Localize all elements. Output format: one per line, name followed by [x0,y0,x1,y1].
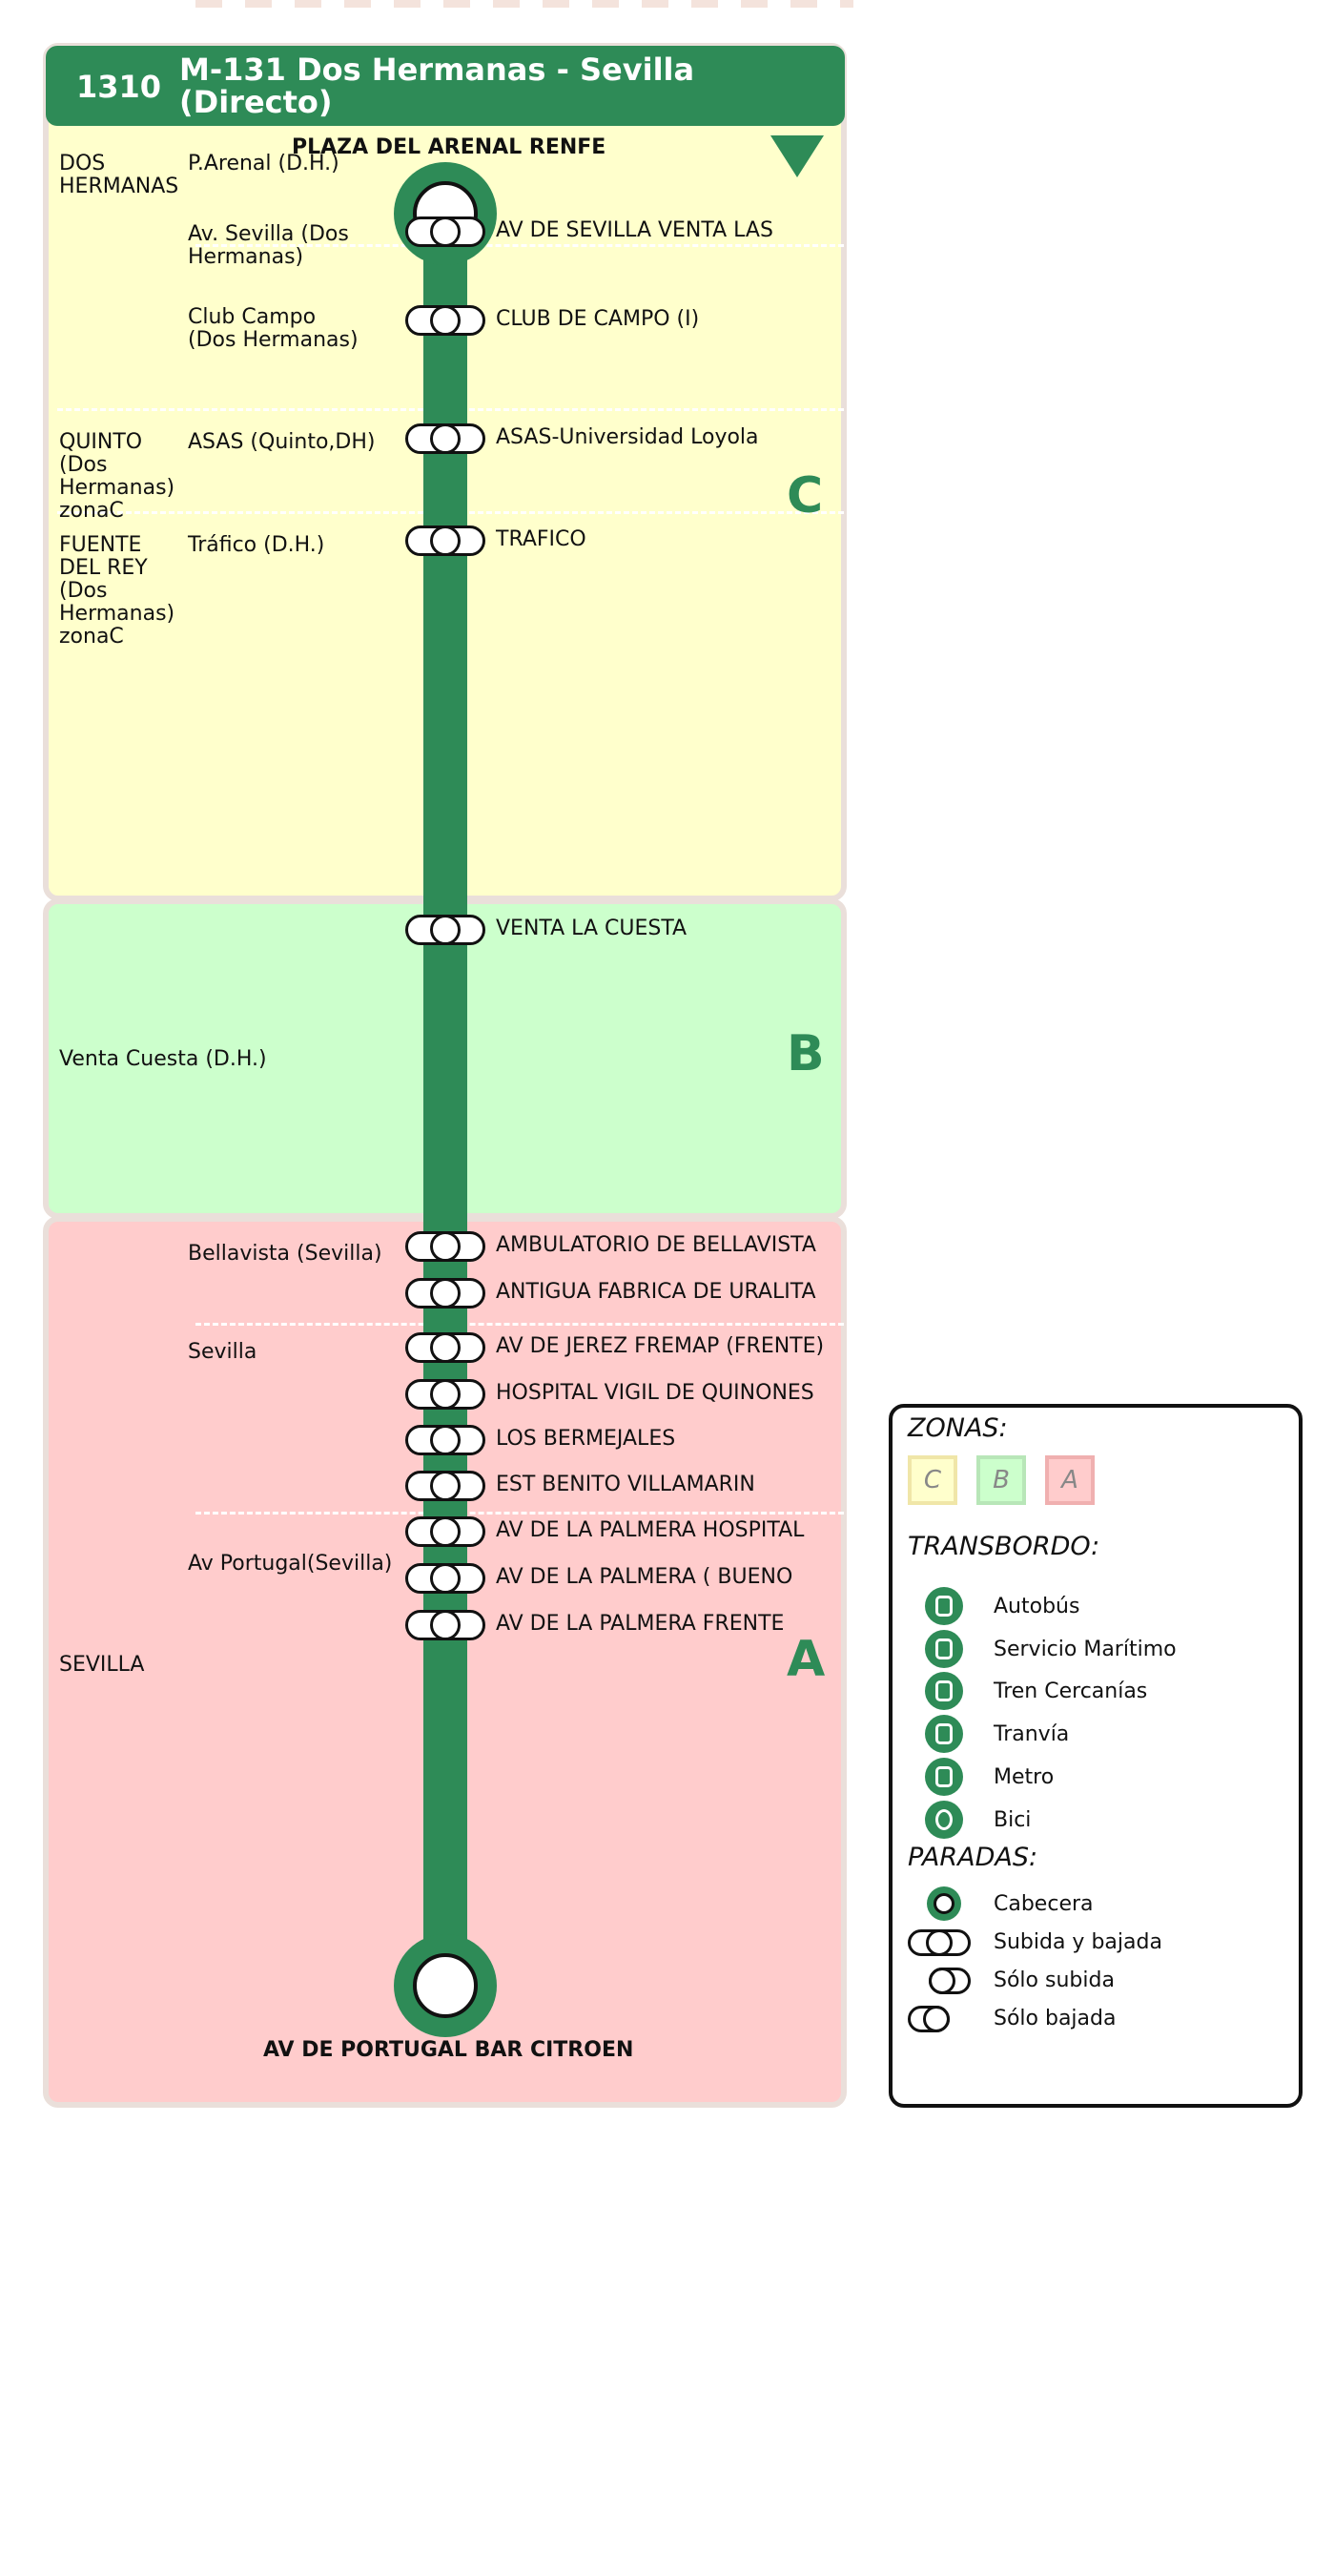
ferry-icon [925,1630,963,1668]
legend-transbordo-title: TRANSBORDO: [908,1532,1100,1561]
legend-item: Cabecera [994,1892,1094,1916]
legend-zone-c-swatch: C [908,1455,957,1505]
route-title: M-131 Dos Hermanas - Sevilla (Directo) [179,52,695,120]
legend-zone-a-swatch: A [1045,1455,1095,1505]
stop-name: LOS BERMEJALES [496,1427,676,1451]
direction-triangle-icon [770,135,824,177]
area-label: Bellavista (Sevilla) [188,1242,382,1266]
area-separator [195,1323,844,1326]
area-label: Av. Sevilla (Dos Hermanas) [188,222,349,269]
stop-marker-icon[interactable] [405,1610,485,1640]
board-only-stop-icon [929,1968,971,1994]
municipality-label: Venta Cuesta (D.H.) [59,1047,267,1071]
bike-icon [925,1801,963,1839]
stop-name: AV DE JEREZ FREMAP (FRENTE) [496,1334,825,1358]
stop-name: AV DE LA PALMERA ( BUENO [496,1565,793,1589]
start-terminal-icon[interactable] [394,162,497,265]
bus-icon [925,1587,963,1625]
area-separator [195,244,844,247]
area-label: Av Portugal(Sevilla) [188,1552,393,1576]
stop-name: AV DE LA PALMERA FRENTE [496,1612,785,1636]
legend-box: ZONAS: C B A TRANSBORDO: Autobús Servici… [889,1404,1303,2108]
stop-marker-icon[interactable] [405,1516,485,1547]
stop-name: AV DE SEVILLA VENTA LAS [496,218,773,242]
zone-letter-a: A [787,1631,826,1688]
legend-item: Bici [994,1808,1032,1832]
area-separator [195,1512,844,1515]
area-label: Sevilla [188,1340,257,1364]
stop-marker-icon[interactable] [405,1425,485,1455]
stop-name: CLUB DE CAMPO (I) [496,307,700,331]
terminal-stop-icon [927,1886,961,1921]
stop-marker-icon[interactable] [405,1471,485,1501]
board-alight-stop-icon [908,1929,971,1956]
municipality-label: SEVILLA [59,1653,145,1677]
stop-marker-icon[interactable] [405,526,485,556]
train-icon [925,1672,963,1710]
legend-item: Subida y bajada [994,1930,1162,1954]
legend-item: Sólo subida [994,1968,1115,1992]
stop-marker-icon[interactable] [405,305,485,336]
legend-paradas-title: PARADAS: [908,1843,1038,1872]
stop-marker-icon[interactable] [405,423,485,454]
top-dashed-border [195,0,853,8]
area-label: Tráfico (D.H.) [188,533,325,557]
stop-marker-icon[interactable] [405,1563,485,1594]
legend-item: Tren Cercanías [994,1680,1148,1703]
tram-icon [925,1715,963,1753]
metro-icon [925,1758,963,1796]
area-label: Club Campo (Dos Hermanas) [188,305,359,352]
alight-only-stop-icon [908,2006,950,2032]
legend-item: Tranvía [994,1722,1070,1746]
stop-name: ANTIGUA FABRICA DE URALITA [496,1280,816,1304]
route-line [423,210,467,1984]
end-terminal-icon[interactable] [394,1934,497,2037]
stop-marker-icon[interactable] [405,1332,485,1363]
legend-zone-b-swatch: B [976,1455,1026,1505]
zone-letter-b: B [787,1025,825,1082]
legend-item: Sólo bajada [994,2007,1117,2030]
stop-marker-icon[interactable] [405,915,485,945]
municipality-label: DOS HERMANAS [59,152,179,198]
start-terminal-name: PLAZA DEL ARENAL RENFE [292,135,606,159]
stop-name: EST BENITO VILLAMARIN [496,1473,755,1496]
legend-item: Autobús [994,1595,1080,1618]
legend-zonas-title: ZONAS: [908,1413,1008,1443]
legend-item: Servicio Marítimo [994,1638,1177,1661]
stop-marker-icon[interactable] [405,1379,485,1410]
stop-name: VENTA LA CUESTA [496,917,688,940]
end-terminal-name: AV DE PORTUGAL BAR CITROEN [263,2038,634,2062]
area-label: P.Arenal (D.H.) [188,152,339,175]
zone-letter-c: C [787,467,824,525]
area-label: ASAS (Quinto,DH) [188,430,376,454]
stop-name: AMBULATORIO DE BELLAVISTA [496,1233,816,1257]
stop-name: TRAFICO [496,527,586,551]
legend-item: Metro [994,1765,1055,1789]
route-header: 1310 M-131 Dos Hermanas - Sevilla (Direc… [46,46,845,126]
municipality-label: FUENTE DEL REY (Dos Hermanas) zonaC [59,533,175,649]
municipality-label: QUINTO (Dos Hermanas) zonaC [59,430,175,523]
stop-marker-icon[interactable] [405,216,485,247]
route-number: 1310 [76,69,162,105]
stop-name: AV DE LA PALMERA HOSPITAL [496,1518,805,1542]
stop-marker-icon[interactable] [405,1231,485,1262]
stop-name: ASAS-Universidad Loyola [496,425,759,449]
stop-name: HOSPITAL VIGIL DE QUINONES [496,1381,814,1405]
stop-marker-icon[interactable] [405,1278,485,1309]
